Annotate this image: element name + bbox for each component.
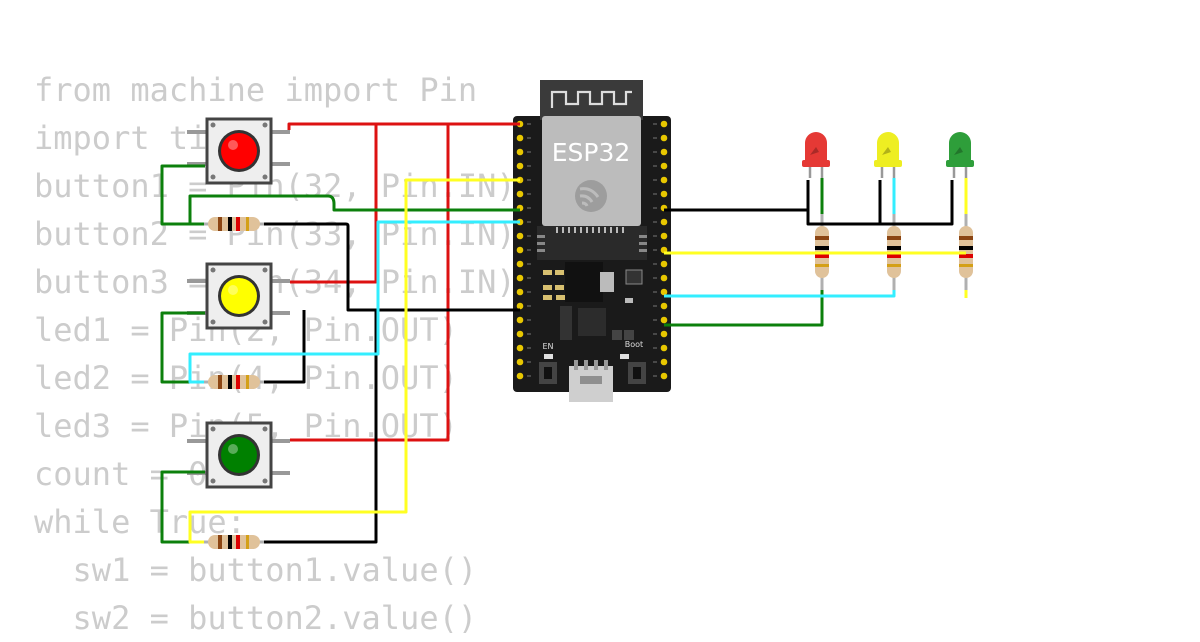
push-button-3[interactable] [187, 421, 290, 489]
wire-3v3-to-button3[interactable] [290, 124, 450, 442]
resistor-button2[interactable] [204, 375, 264, 389]
wire-button2-to-pin33[interactable] [188, 220, 520, 384]
en-button[interactable] [539, 362, 557, 384]
push-button-1[interactable] [187, 117, 290, 185]
en-button-label: EN [542, 342, 553, 351]
esp32-module-shield [542, 116, 641, 226]
wire-button3-input[interactable] [160, 470, 205, 544]
code-line: from machine import Pin [34, 71, 478, 109]
wire-button3-to-pin34[interactable] [188, 178, 520, 544]
led-3[interactable] [946, 132, 974, 178]
code-line: led1 = Pin(2, Pin.OUT) [34, 311, 458, 349]
resistor-button3[interactable] [204, 535, 264, 549]
wire-3v3-rail[interactable] [287, 122, 520, 130]
wire-gnd-button2-resistor[interactable] [264, 310, 306, 384]
pin-silkscreen [527, 123, 657, 377]
led-1[interactable] [802, 132, 830, 178]
led-2[interactable] [874, 132, 902, 178]
resistor-button1[interactable] [204, 217, 264, 231]
left-pin-header [516, 120, 524, 380]
code-line: led2 = Pin(4, Pin.OUT) [34, 359, 458, 397]
voltage-regulator [565, 262, 603, 302]
wire-gnd-left[interactable] [264, 222, 520, 312]
code-line: while True: [34, 503, 246, 541]
espressif-logo-icon [575, 180, 607, 212]
wire-led3-signal[interactable] [664, 178, 968, 298]
right-pin-header [660, 120, 668, 380]
esp32-label: ESP32 [552, 138, 631, 167]
wire-led2-signal[interactable] [664, 178, 896, 298]
esp32-board[interactable]: ESP32 EN Boot [513, 80, 671, 402]
usb-port-icon [569, 360, 613, 402]
castellated-pads [537, 227, 647, 252]
wire-gnd-leds[interactable] [664, 180, 954, 226]
wire-3v3-to-button2[interactable] [290, 124, 378, 284]
wire-gnd-button3-resistor[interactable] [264, 310, 378, 544]
wire-button2-input[interactable] [160, 311, 205, 384]
wire-led1-signal[interactable] [664, 178, 824, 327]
push-button-2[interactable] [187, 262, 290, 330]
wire-button1-input[interactable] [160, 164, 520, 226]
boot-button[interactable] [628, 362, 646, 384]
boot-button-label: Boot [625, 340, 643, 349]
code-line: sw1 = button1.value() [34, 551, 478, 589]
code-line: count = 0 [34, 455, 208, 493]
wires [160, 122, 968, 544]
usb-uart-chip [578, 308, 606, 336]
